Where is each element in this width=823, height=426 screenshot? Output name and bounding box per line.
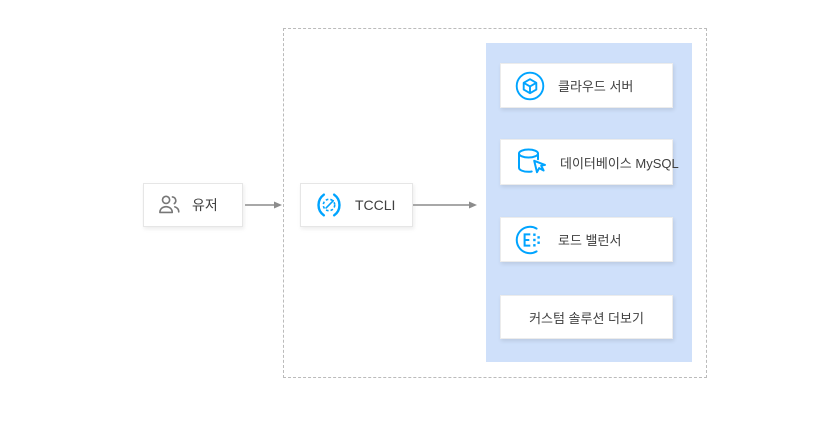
service-load-balancer: 로드 밸런서	[500, 217, 673, 262]
tccli-label: TCCLI	[355, 197, 396, 213]
service-label: 로드 밸런서	[558, 233, 622, 248]
tccli-icon	[317, 193, 341, 217]
service-label: 클라우드 서버	[558, 79, 634, 94]
service-database-mysql: 데이터베이스 MySQL	[500, 139, 679, 185]
cloud-boundary-dashed-box	[283, 28, 707, 378]
service-label: 커스텀 솔루션 더보기	[529, 310, 644, 326]
service-more-custom-solutions: 커스텀 솔루션 더보기	[500, 295, 673, 339]
cloud-server-icon	[515, 71, 545, 100]
users-icon	[159, 195, 180, 214]
tccli-node: TCCLI	[300, 183, 413, 227]
user-node: 유저	[143, 183, 243, 227]
database-mysql-icon	[518, 148, 546, 174]
service-cloud-server: 클라우드 서버	[500, 63, 673, 108]
arrow-tccli-to-services	[413, 201, 477, 209]
arrow-user-to-tccli	[245, 201, 282, 209]
load-balancer-icon	[515, 225, 540, 254]
user-label: 유저	[192, 197, 218, 213]
service-label: 데이터베이스 MySQL	[560, 155, 679, 171]
